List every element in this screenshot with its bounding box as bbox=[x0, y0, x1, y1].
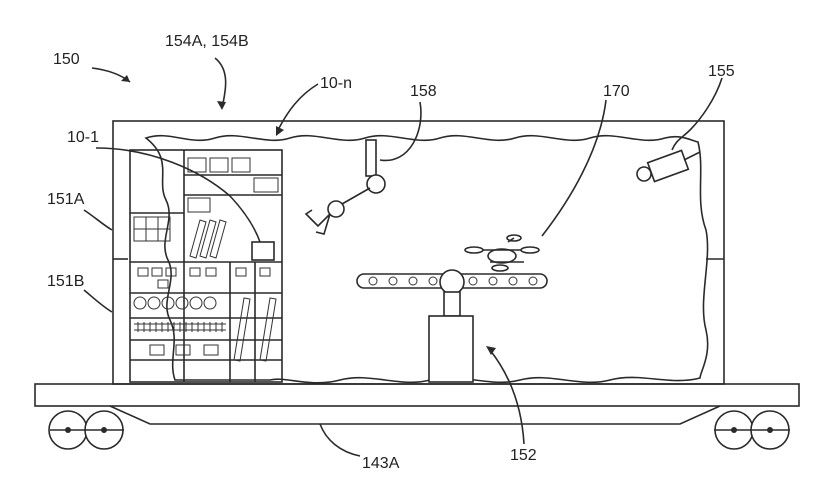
ref-label-158: 158 bbox=[410, 83, 437, 100]
ref-label-143a: 143A bbox=[362, 455, 400, 472]
reference-labels: 150 154A, 154B 10-n 158 170 155 10-1 151… bbox=[47, 33, 735, 472]
ref-label-10-1: 10-1 bbox=[67, 129, 99, 146]
drone bbox=[464, 234, 540, 272]
ref-label-151a: 151A bbox=[47, 191, 85, 208]
cutaway-outline bbox=[144, 134, 709, 384]
ref-label-155: 155 bbox=[708, 63, 735, 80]
ref-label-150: 150 bbox=[53, 51, 80, 68]
leader-lines bbox=[83, 57, 723, 457]
railcar-flatbed bbox=[34, 383, 800, 425]
ref-label-152: 152 bbox=[510, 447, 537, 464]
camera bbox=[636, 149, 701, 183]
sorting-station bbox=[356, 269, 548, 383]
storage-racks bbox=[129, 149, 283, 383]
ref-label-10-n: 10-n bbox=[320, 75, 352, 92]
container-walls bbox=[112, 120, 725, 385]
right-wheel-set bbox=[714, 410, 790, 450]
ref-label-154: 154A, 154B bbox=[165, 33, 249, 50]
ref-label-170: 170 bbox=[603, 83, 630, 100]
left-wheel-set bbox=[48, 410, 124, 450]
robotic-arm bbox=[304, 139, 386, 235]
ref-label-151b: 151B bbox=[47, 273, 84, 290]
